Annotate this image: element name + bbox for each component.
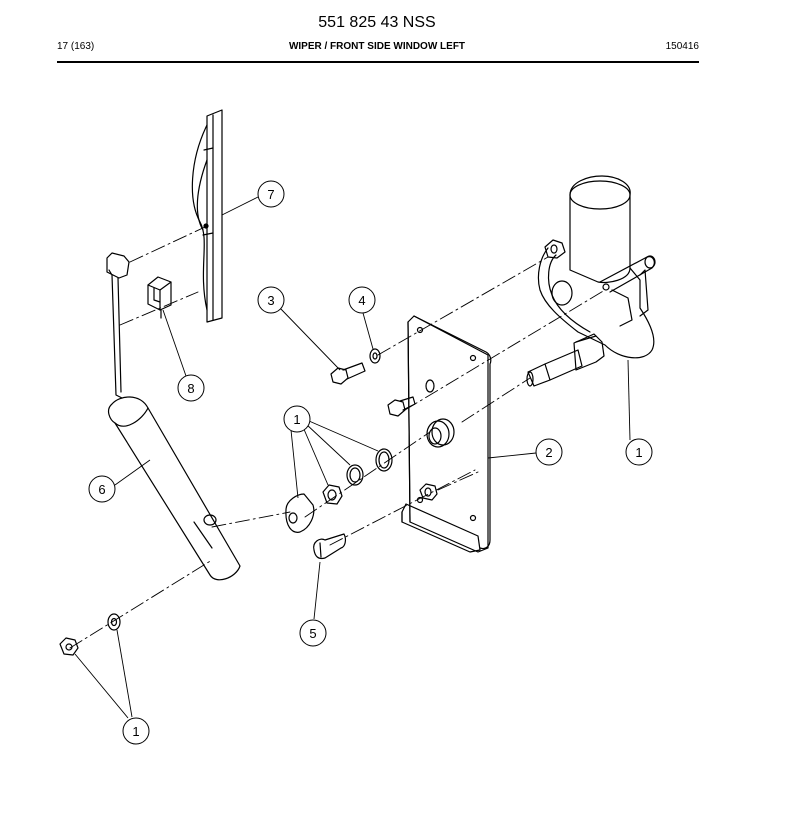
spindle-fittings-drawing <box>285 448 393 533</box>
page-reference: 17 (163) <box>57 41 95 52</box>
assembly-axis-lines <box>69 226 606 649</box>
callout-7-circle <box>257 180 285 208</box>
callout-1-center-circle <box>283 405 311 433</box>
header-rule <box>57 61 699 63</box>
leader-lines <box>74 196 631 719</box>
washer-drawing <box>369 348 435 393</box>
blade-clip-drawing <box>147 276 172 319</box>
wiper-motor-drawing <box>526 175 656 387</box>
callout-1-right-label: 1 <box>635 445 642 460</box>
callout-2-circle <box>535 438 563 466</box>
bolt-drawing <box>330 362 416 417</box>
callout-8-circle <box>177 374 205 402</box>
document-number: 551 825 43 NSS <box>318 14 436 31</box>
callout-4-label: 4 <box>358 293 365 308</box>
callout-5-circle <box>299 619 327 647</box>
callout-1-center-label: 1 <box>293 412 300 427</box>
callout-circles <box>88 180 653 745</box>
mounting-plate-drawing <box>401 315 492 553</box>
wiper-blade-drawing <box>191 109 223 323</box>
callout-6-circle <box>88 475 116 503</box>
header-row: 17 (163) WIPER / FRONT SIDE WINDOW LEFT … <box>57 41 699 55</box>
callout-7-label: 7 <box>267 187 274 202</box>
callout-3-circle <box>257 286 285 314</box>
screw-drawing <box>313 533 347 560</box>
arm-nut-and-washer-drawing <box>59 613 121 656</box>
callout-2-label: 2 <box>545 445 552 460</box>
callout-4-circle <box>348 286 376 314</box>
callout-8-label: 8 <box>187 381 194 396</box>
callout-1-bottom-label: 1 <box>132 724 139 739</box>
callout-5-label: 5 <box>309 626 316 641</box>
callout-1-right-circle <box>625 438 653 466</box>
section-title: WIPER / FRONT SIDE WINDOW LEFT <box>288 41 466 52</box>
wiper-arm-drawing <box>106 252 241 581</box>
callout-6-label: 6 <box>98 482 105 497</box>
date-code: 150416 <box>665 41 699 52</box>
callout-1-bottom-circle <box>122 717 150 745</box>
callout-3-label: 3 <box>267 293 274 308</box>
